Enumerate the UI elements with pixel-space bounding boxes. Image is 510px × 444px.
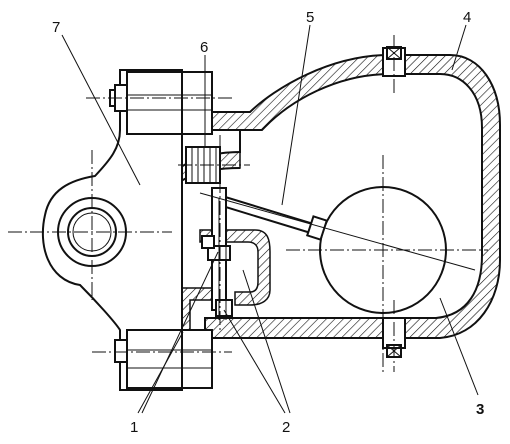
cover-body — [41, 69, 183, 391]
label-4: 4 — [463, 9, 471, 26]
label-2: 2 — [282, 419, 290, 436]
valve-plug-upper — [201, 235, 215, 249]
leader-1a — [137, 331, 184, 414]
label-7: 7 — [52, 19, 60, 36]
upper-flange — [126, 71, 183, 135]
leader-2a — [223, 309, 286, 414]
upper-bolt-nut — [109, 89, 116, 107]
label-5: 5 — [306, 9, 314, 26]
lower-bolt-head — [114, 339, 128, 363]
lower-flange-plate — [181, 329, 213, 389]
label-1: 1 — [130, 419, 138, 436]
lever-clamp — [305, 215, 329, 241]
leader-2b — [242, 269, 291, 414]
label-3: 3 — [476, 401, 484, 418]
lever-axis-line — [199, 192, 476, 271]
upper-flange-plate — [181, 71, 213, 135]
leader-5 — [281, 24, 311, 206]
leader-3 — [439, 297, 479, 396]
lower-flange — [126, 329, 183, 389]
leader-7 — [61, 34, 141, 186]
lever-arm — [217, 194, 319, 236]
valve-nut — [215, 299, 233, 317]
leader-1b — [141, 251, 219, 414]
leader-4 — [451, 24, 467, 71]
label-6: 6 — [200, 39, 208, 56]
